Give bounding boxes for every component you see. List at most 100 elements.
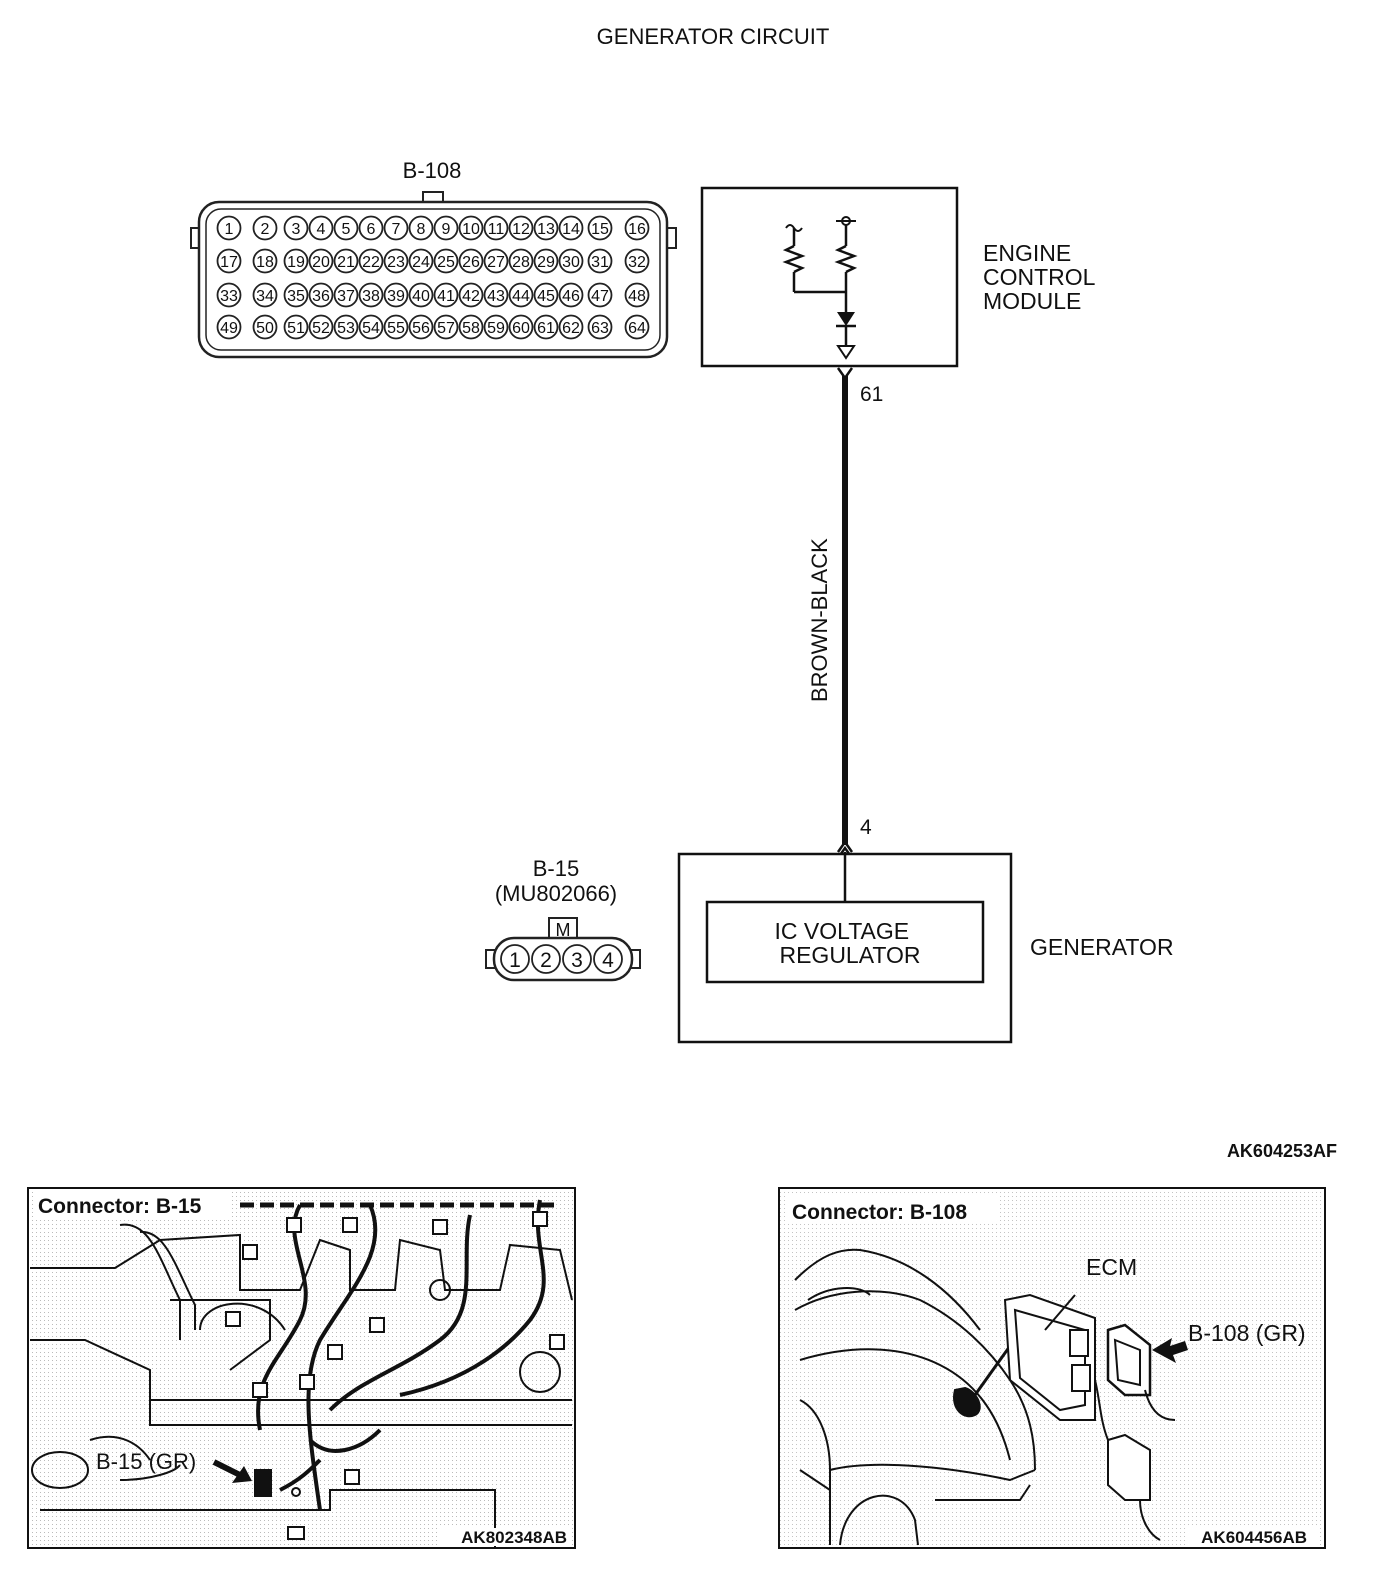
connector-pin — [433, 248, 459, 274]
ecm-label: ENGINE CONTROL MODULE — [983, 240, 1101, 314]
panel-title-bg — [34, 1192, 230, 1220]
connector-pin — [252, 314, 278, 340]
connector-pin-number: 37 — [337, 288, 355, 305]
gen-connector-key-label: M — [556, 920, 571, 940]
connector-pin-number: 53 — [337, 320, 355, 337]
connector-pin-number: 41 — [437, 288, 455, 305]
connector-pin-number: 27 — [487, 254, 505, 271]
engine-bay-illustration — [30, 1199, 573, 1548]
connector-pin-number: 57 — [437, 320, 455, 337]
connector-pin-number: 62 — [562, 320, 580, 337]
connector-pin-number: 11 — [488, 221, 505, 238]
connector-pin-number: 38 — [362, 288, 380, 305]
ecm-internal-circuit-icon — [782, 216, 858, 360]
connector-pin — [216, 215, 242, 241]
connector-pin — [252, 282, 278, 308]
connector-pin — [533, 282, 559, 308]
connector-pin — [408, 248, 434, 274]
connector-pin-number: 13 — [537, 221, 555, 238]
connector-pin — [587, 282, 613, 308]
connector-pin — [558, 314, 584, 340]
connector-pin — [458, 215, 484, 241]
connector-pin-number: 30 — [562, 254, 580, 271]
connector-pin — [333, 215, 359, 241]
connector-pin — [308, 215, 334, 241]
connector-pin-number: 49 — [220, 320, 238, 337]
connector-pin — [308, 248, 334, 274]
connector-pin — [283, 215, 309, 241]
connector-pin — [216, 282, 242, 308]
b15-callout: B-15 (GR) — [96, 1449, 196, 1474]
connector-pin-number: 12 — [512, 221, 530, 238]
connector-pin-number: 35 — [287, 288, 305, 305]
vehicle-illustration — [794, 1248, 1176, 1546]
connector-pin — [624, 314, 650, 340]
connector-pin — [587, 215, 613, 241]
connector-pin-number: 23 — [387, 254, 405, 271]
panel-code-b15: AK802348AB — [461, 1528, 567, 1547]
panel-title-b108: Connector: B-108 — [792, 1201, 967, 1224]
connector-pin-number: 64 — [628, 320, 646, 337]
connector-location-panel-b108: Connector: B-108 ECM B-108 (GR) AK604456… — [778, 1187, 1326, 1549]
panel-title-bg — [786, 1196, 1000, 1224]
connector-pin — [216, 314, 242, 340]
connector-pin-number: 10 — [462, 221, 480, 238]
connector-pin — [252, 248, 278, 274]
connector-pin — [508, 282, 534, 308]
connector-pin-number: 36 — [312, 288, 330, 305]
pullup-resistor-left — [782, 244, 806, 274]
b15-connector-highlight — [254, 1469, 272, 1497]
b108-callout: B-108 (GR) — [1188, 1320, 1306, 1346]
b15-arrow-icon — [232, 1466, 252, 1483]
connector-pin — [458, 282, 484, 308]
pullup-resistor-right — [834, 244, 858, 274]
connector-pin — [533, 248, 559, 274]
connector-pin — [383, 282, 409, 308]
connector-pin-number: 47 — [591, 288, 609, 305]
connector-pin-number: 19 — [287, 254, 305, 271]
connector-pin — [283, 248, 309, 274]
connector-pin-number: 6 — [367, 221, 376, 238]
connector-pin-number: 20 — [312, 254, 330, 271]
connector-pin — [408, 215, 434, 241]
ground-arrow-symbol — [836, 345, 856, 360]
connector-pin-number: 24 — [412, 254, 430, 271]
panel-code-b108: AK604456AB — [1201, 1528, 1307, 1547]
connector-pin-number: 22 — [362, 254, 380, 271]
connector-pin — [216, 248, 242, 274]
gen-connector-pin-number: 1 — [509, 949, 521, 972]
connector-pin-number: 51 — [287, 320, 305, 337]
ic-voltage-regulator-box — [705, 900, 985, 984]
connector-pin — [508, 248, 534, 274]
gen-connector-pin — [593, 944, 623, 974]
connector-pin — [558, 282, 584, 308]
connector-location-panel-b15: Connector: B-15 B-15 (GR) AK802348AB — [27, 1187, 576, 1549]
connector-pin — [308, 282, 334, 308]
gen-connector-pin-number: 4 — [602, 949, 614, 972]
gen-connector-pin — [531, 944, 561, 974]
connector-pin-number: 56 — [412, 320, 430, 337]
connector-pin — [483, 248, 509, 274]
generator-label: GENERATOR — [1030, 934, 1174, 960]
connector-pin — [383, 314, 409, 340]
connector-pin-number: 40 — [412, 288, 430, 305]
connector-pin-number: 8 — [417, 221, 426, 238]
connector-pin — [383, 248, 409, 274]
connector-pin-number: 31 — [591, 254, 609, 271]
diode-symbol — [837, 312, 855, 326]
connector-pin-number: 33 — [220, 288, 238, 305]
connector-pin — [587, 248, 613, 274]
connector-pin — [558, 215, 584, 241]
connector-pin — [333, 314, 359, 340]
connector-pin — [333, 282, 359, 308]
connector-pin — [533, 314, 559, 340]
connector-pin — [533, 215, 559, 241]
connector-pin-number: 46 — [562, 288, 580, 305]
connector-pin-number: 42 — [462, 288, 480, 305]
connector-pin-number: 58 — [462, 320, 480, 337]
harness-wire: 61 BROWN-BLACK 4 — [807, 367, 883, 859]
connector-pin — [358, 282, 384, 308]
connector-pin — [358, 215, 384, 241]
